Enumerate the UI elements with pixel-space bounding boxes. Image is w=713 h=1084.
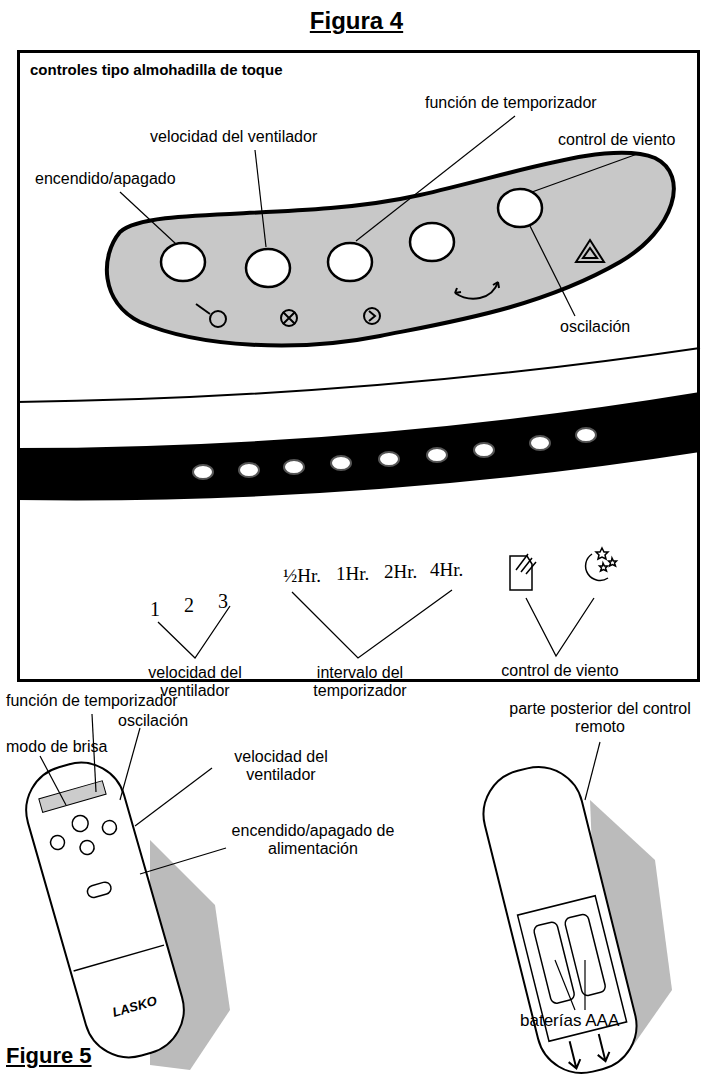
speed-number: 3 [218, 590, 228, 612]
remote-back [474, 758, 646, 1083]
timer-value: ½Hr. [283, 566, 321, 587]
figure-title: Figura 4 [0, 8, 713, 34]
group-label: intervalo del temporizador [290, 664, 430, 699]
remote-label: velocidad del ventilador [216, 748, 346, 783]
remote-label: modo de brisa [6, 738, 107, 756]
panel-heading: controles tipo almohadilla de toque [30, 61, 283, 78]
speed-number: 2 [184, 594, 194, 616]
remote-label: encendido/apagado de alimentación [228, 822, 398, 857]
button-label: velocidad del ventilador [150, 128, 317, 146]
indicator-leds [193, 428, 596, 479]
remote-label: parte posterior del control remoto [505, 700, 695, 735]
pad-symbols [196, 240, 604, 327]
timer-value: 1Hr. [336, 564, 369, 585]
button-label: control de viento [558, 131, 675, 149]
touch-pad [107, 153, 674, 346]
remote-front [16, 752, 195, 1068]
wind-icons [510, 548, 617, 590]
brackets [158, 590, 594, 658]
figure-title: Figure 5 [6, 1044, 92, 1068]
battery-label: baterías AAA [520, 1012, 619, 1031]
timer-value: 2Hr. [384, 562, 417, 583]
back-leaders [555, 742, 600, 1010]
indicator-band [17, 392, 700, 500]
speed-number: 1 [150, 598, 160, 620]
pad-buttons [161, 189, 542, 287]
button-label: encendido/apagado [35, 170, 176, 188]
remote-label: oscilación [118, 712, 188, 730]
remote-label: función de temporizador [6, 692, 178, 710]
housing-curve [17, 348, 700, 402]
timer-value: 4Hr. [430, 560, 463, 581]
button-label: oscilación [560, 318, 630, 336]
button-label: función de temporizador [425, 94, 597, 112]
group-label: control de viento [490, 662, 630, 680]
